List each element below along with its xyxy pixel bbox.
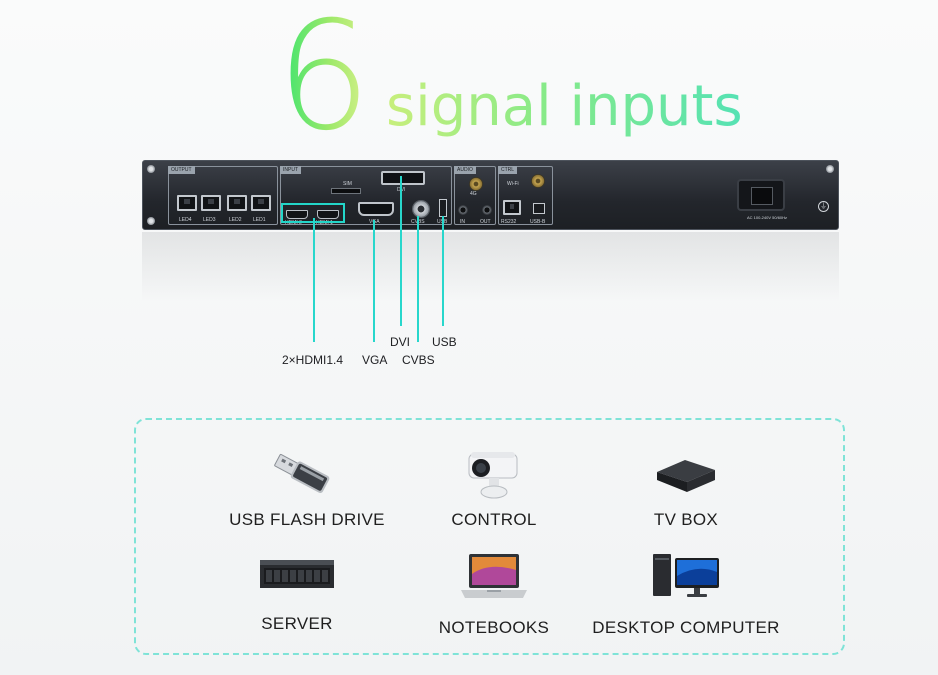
source-notebooks: NOTEBOOKS [389,552,599,642]
led3-port [201,195,221,211]
desktop-computer-icon [653,554,719,597]
vga-callout-label: VGA [362,353,388,367]
dvi-callout-line [400,176,402,326]
device-reflection [142,232,839,302]
hdmi-callout-line [313,218,315,342]
cvbs-callout-line [417,216,419,342]
ground-icon: ⏚ [818,201,829,212]
source-label: NOTEBOOKS [438,618,550,637]
source-label: USB FLASH DRIVE [229,510,385,529]
audio-out-jack [482,205,492,215]
wifi-antenna-connector [531,174,545,188]
source-desktop-computer: DESKTOP COMPUTER [581,552,791,642]
headline: 6 signal inputs [0,0,938,160]
usb-port [439,199,447,217]
led4-port [177,195,197,211]
input-panel-label: INPUT [280,166,301,174]
dvi-port [381,171,425,185]
source-label: CONTROL [451,510,537,529]
wifi-label: Wi-Fi [507,181,519,187]
antenna-4g-connector [469,177,483,191]
input-sources-box: USB FLASH DRIVE CONTROL TV BOX [134,418,845,655]
led1-label: LED1 [253,217,266,223]
tv-box-icon [657,460,715,492]
antenna-4g-label: 4G [470,191,477,197]
server-icon [260,560,334,588]
hdmi1-port [317,210,339,219]
power-rating-label: AC 100-240V 50/60Hz [747,215,788,220]
vga-callout-line [373,220,375,342]
led4-label: LED4 [179,217,192,223]
output-panel-label: OUTPUT [168,166,195,174]
screw [147,165,155,173]
ctrl-panel-label: CTRL [498,166,518,174]
cvbs-port [412,200,430,218]
audio-in-jack [458,205,468,215]
camera-icon [468,452,518,499]
usb-b-port [533,203,545,214]
headline-text: signal inputs [386,72,743,142]
rs232-label: RS232 [501,219,517,225]
led2-port [227,195,247,211]
audio-out-label: OUT [480,219,491,225]
led1-port [251,195,271,211]
hdmi-callout-label: 2×HDMI1.4 [282,353,344,367]
dvi-callout-label: DVI [390,335,411,349]
hdmi1-label: HDMI 1 [316,220,333,226]
sim-slot [331,188,361,194]
usb-flash-drive-icon [274,453,330,494]
cvbs-callout-label: CVBS [402,353,435,367]
audio-panel-label: AUDIO [454,166,476,174]
power-inlet [737,179,785,211]
audio-panel: AUDIO 4G IN OUT [454,166,496,225]
audio-in-label: IN [460,219,465,225]
led2-label: LED2 [229,217,242,223]
laptop-icon [461,554,527,598]
output-panel: OUTPUT LED4 LED3 LED2 LED1 [168,166,278,225]
vga-port [358,202,394,216]
source-server: SERVER [192,552,402,642]
usb-callout-line [442,216,444,326]
hdmi2-label: HDMI 2 [285,220,302,226]
device-rear-panel: OUTPUT LED4 LED3 LED2 LED1 INPUT SIM DVI… [142,160,839,230]
headline-number: 6 [276,0,371,164]
source-label: DESKTOP COMPUTER [592,618,780,637]
sim-label: SIM [343,181,352,187]
ctrl-panel: CTRL Wi-Fi RS232 USB-B [498,166,553,225]
source-usb-flash-drive: USB FLASH DRIVE [202,444,412,534]
hdmi2-port [286,210,308,219]
usb-callout-label: USB [432,335,457,349]
rs232-port [503,200,521,215]
screw [826,165,834,173]
led3-label: LED3 [203,217,216,223]
source-label: TV BOX [653,510,719,529]
screw [147,217,155,225]
usb-b-label: USB-B [530,219,546,225]
source-label: SERVER [261,614,333,633]
source-tv-box: TV BOX [581,444,791,534]
source-control: CONTROL [389,444,599,534]
